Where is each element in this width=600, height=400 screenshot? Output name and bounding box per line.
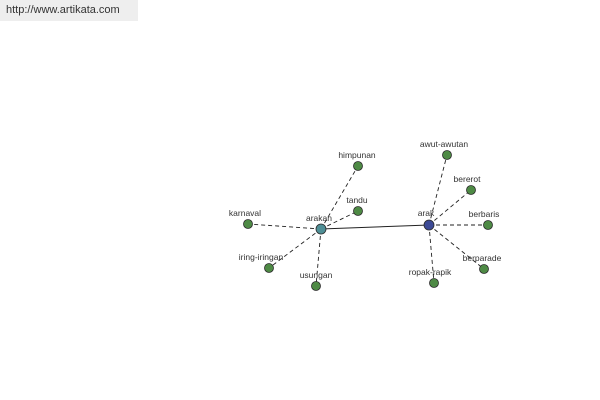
leaf-node-berbaris[interactable]	[483, 220, 493, 230]
leaf-node-karnaval[interactable]	[243, 219, 253, 229]
leaf-label-tandu[interactable]: tandu	[346, 195, 368, 205]
leaf-node-awut-awutan[interactable]	[442, 150, 452, 160]
leaf-label-himpunan[interactable]: himpunan	[338, 150, 376, 160]
leaf-label-awut-awutan[interactable]: awut-awutan	[420, 139, 468, 149]
graph-edges	[247, 154, 488, 287]
edge-arakan-arak	[320, 224, 430, 230]
leaf-label-ropak-rapik[interactable]: ropak-rapik	[409, 267, 452, 277]
hub-node-arak[interactable]	[423, 219, 435, 231]
hub-label-arakan[interactable]: arakan	[306, 213, 332, 223]
leaf-label-bererot[interactable]: bererot	[454, 174, 482, 184]
edge-arak-bererot	[428, 189, 472, 226]
graph-nodes	[243, 150, 493, 291]
leaf-label-karnaval[interactable]: karnaval	[229, 208, 261, 218]
edge-arakan-usungan	[315, 228, 322, 287]
leaf-node-bererot[interactable]	[466, 185, 476, 195]
leaf-label-berbaris[interactable]: berbaris	[469, 209, 500, 219]
edge-arak-awut-awutan	[428, 154, 448, 226]
leaf-node-berparade[interactable]	[479, 264, 489, 274]
leaf-node-himpunan[interactable]	[353, 161, 363, 171]
leaf-node-usungan[interactable]	[311, 281, 321, 291]
leaf-node-ropak-rapik[interactable]	[429, 278, 439, 288]
leaf-node-tandu[interactable]	[353, 206, 363, 216]
leaf-label-usungan[interactable]: usungan	[300, 270, 333, 280]
edge-arakan-karnaval	[247, 223, 322, 230]
leaf-node-iring-iringan[interactable]	[264, 263, 274, 273]
edge-arak-berparade	[428, 224, 485, 270]
hub-label-arak[interactable]: arak	[418, 208, 435, 218]
source-url-text[interactable]: http://www.artikata.com	[0, 0, 138, 21]
hub-node-arakan[interactable]	[315, 223, 327, 235]
leaf-label-berparade[interactable]: berparade	[463, 253, 502, 263]
graph-labels: himpunan tandu karnaval iring-iringan usunga…	[229, 139, 502, 280]
edge-arak-ropak-rapik	[428, 224, 435, 284]
edge-arakan-iring-iringan	[268, 228, 322, 269]
leaf-label-iring-iringan[interactable]: iring-iringan	[239, 252, 284, 262]
edge-arakan-himpunan	[320, 165, 359, 230]
